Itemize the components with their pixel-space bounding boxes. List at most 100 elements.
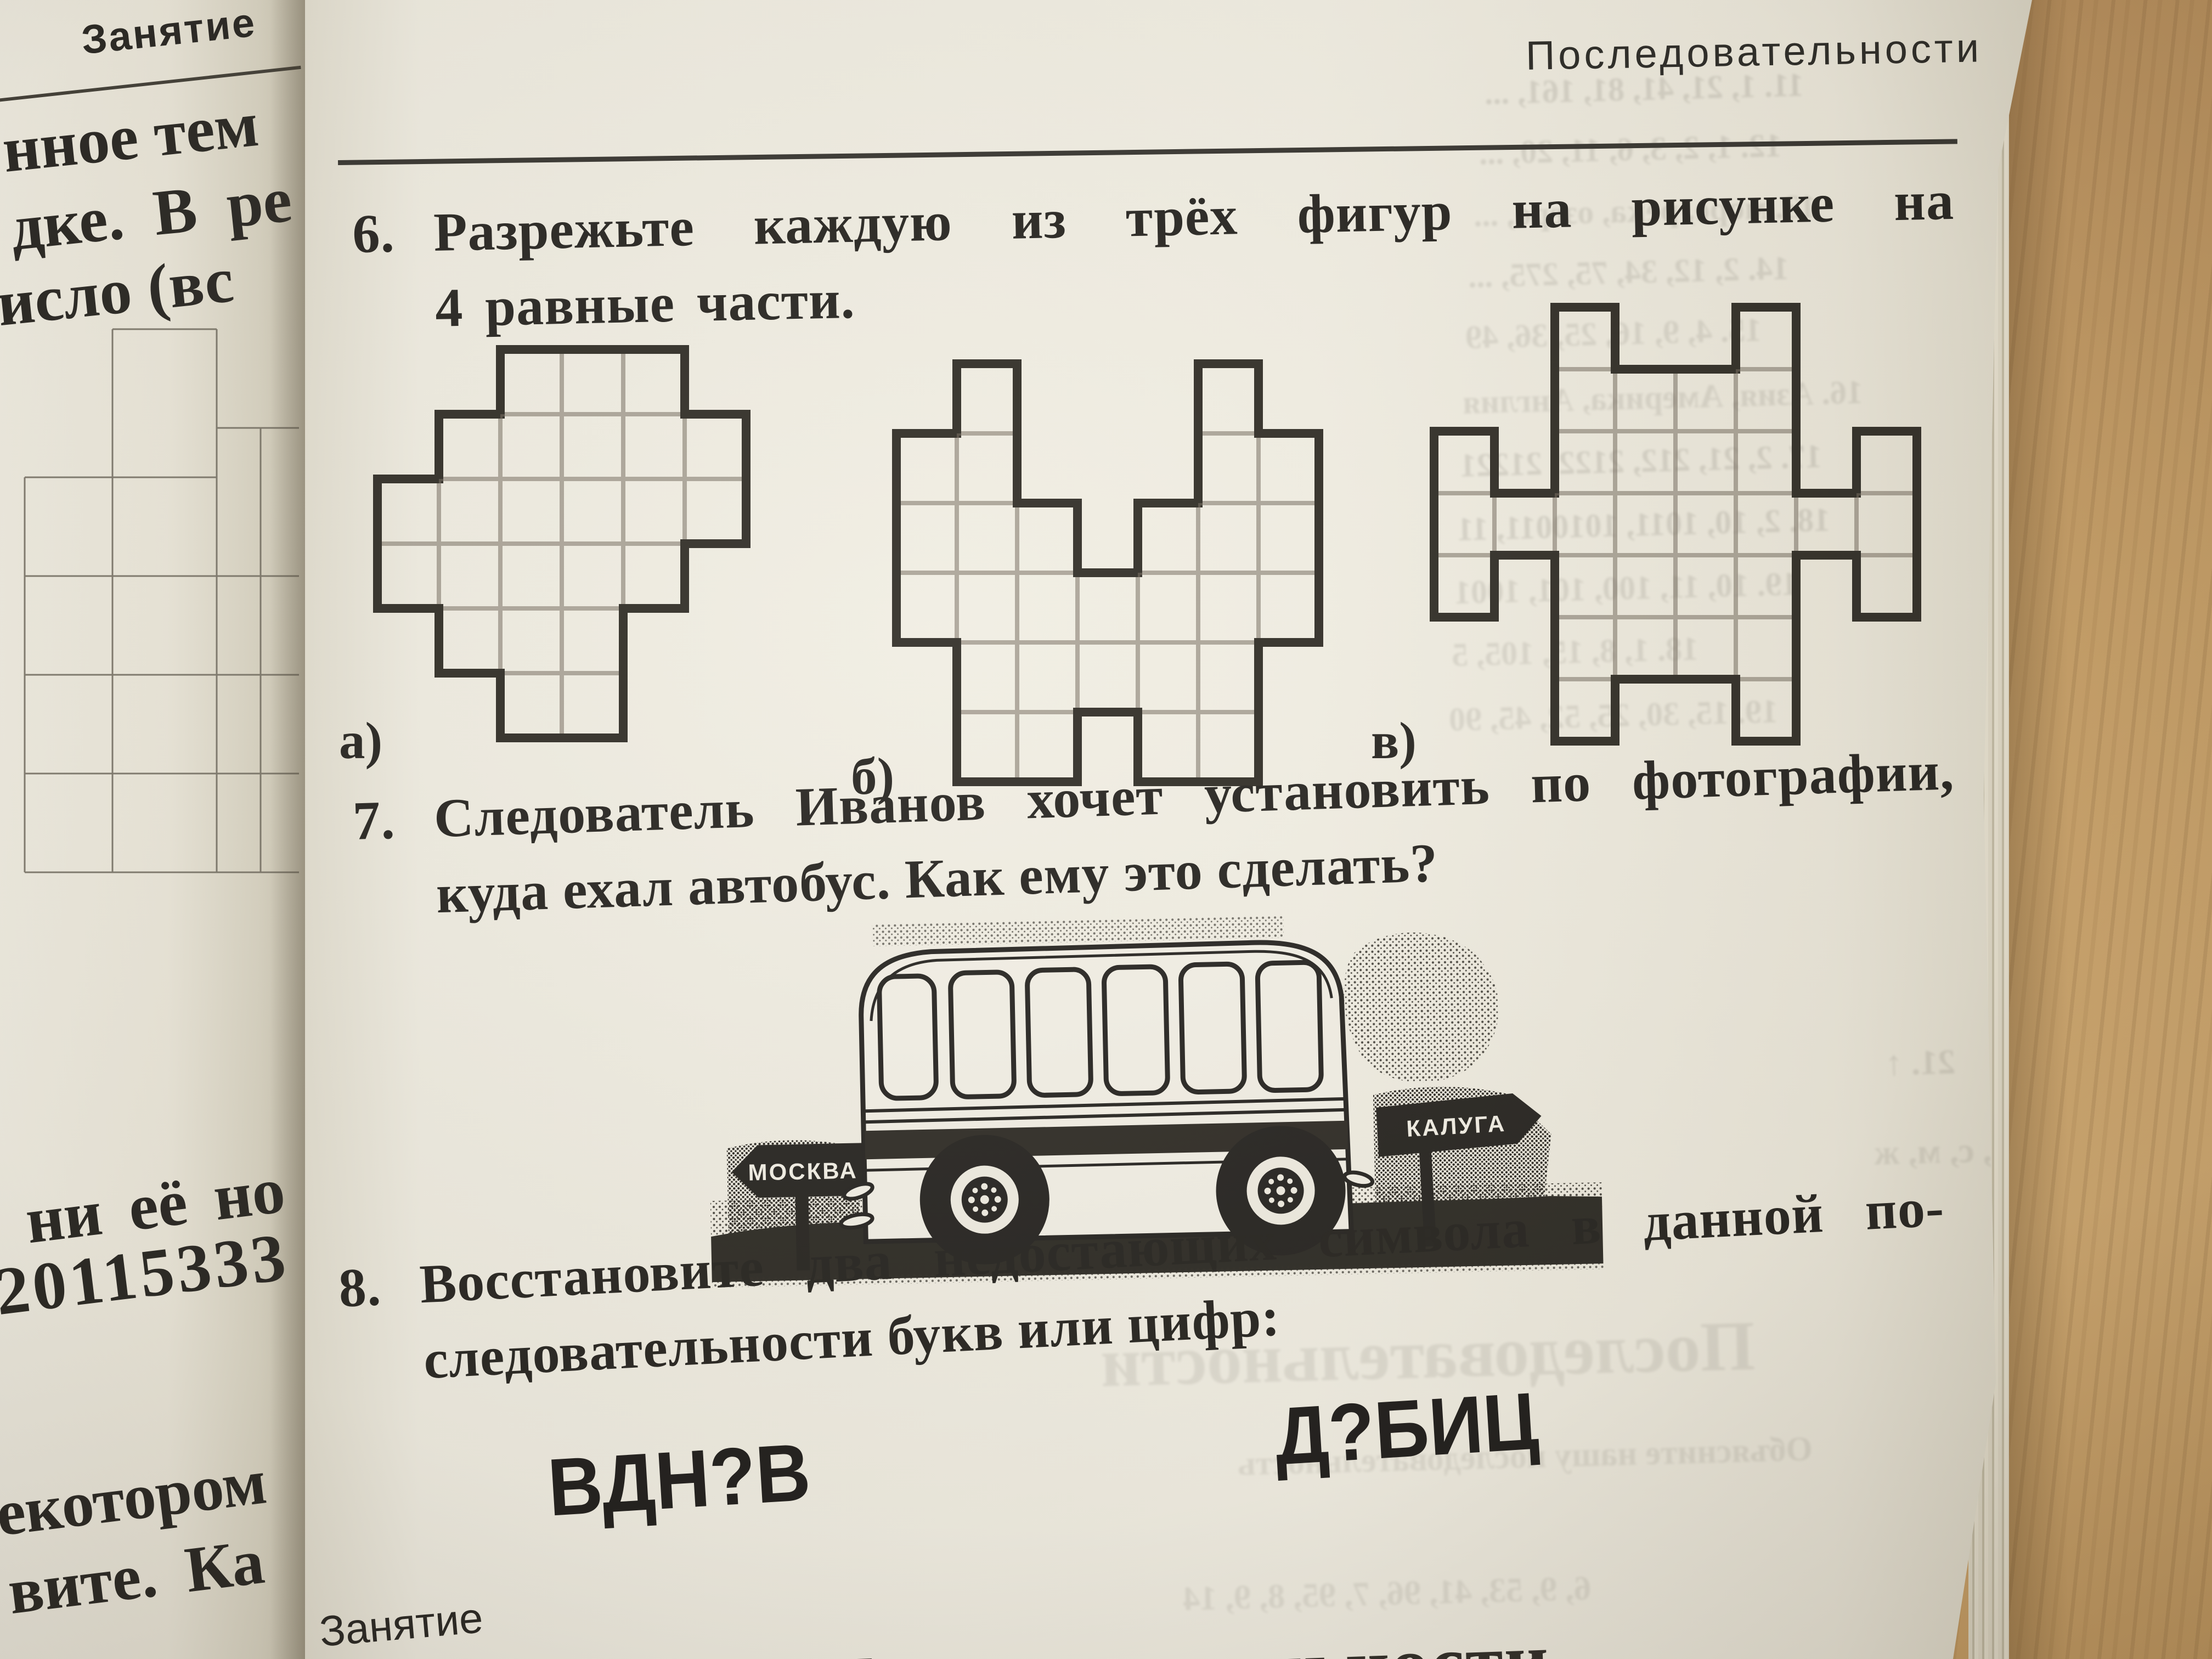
grid-cell bbox=[1259, 503, 1319, 573]
figure-outline bbox=[557, 345, 628, 354]
grid-cell bbox=[1796, 493, 1857, 555]
grid-cell bbox=[1259, 573, 1319, 642]
figure-outline bbox=[1314, 429, 1323, 507]
grid-cell bbox=[1259, 433, 1319, 503]
right-book-page: 11. 1, 21, 41, 81, 161, ...12. 1, 2, 3, … bbox=[305, 0, 2032, 1659]
figure-outline bbox=[1550, 551, 1559, 622]
figure-outline bbox=[1490, 489, 1559, 498]
grid-cell bbox=[1077, 642, 1138, 712]
grid-cell bbox=[1615, 617, 1675, 679]
figure-outline bbox=[1013, 777, 1082, 786]
bus-illustration: МОСКВА КАЛУГА bbox=[710, 916, 1604, 1288]
grid-cell bbox=[1198, 573, 1259, 642]
grid-figure-a bbox=[373, 345, 751, 742]
figure-outline bbox=[1013, 429, 1022, 507]
grid-cell bbox=[500, 544, 562, 608]
figure-outline bbox=[742, 410, 751, 483]
figure-outline bbox=[1792, 489, 1861, 498]
grid-cell bbox=[439, 414, 500, 479]
left-page-header: Занятие bbox=[79, 0, 258, 63]
grid-cell bbox=[1615, 431, 1675, 493]
figure-outline bbox=[1912, 427, 1921, 498]
grid-cell bbox=[1555, 493, 1615, 555]
figure-outline bbox=[373, 604, 443, 613]
smoke-stipple-cloud bbox=[1344, 932, 1499, 1082]
figure-outline bbox=[1550, 303, 1559, 374]
grid-cell bbox=[377, 544, 439, 608]
grid-cell bbox=[500, 608, 562, 673]
grid-cell bbox=[377, 479, 439, 544]
grid-cell bbox=[1615, 493, 1675, 555]
sequence-letters-2: Д?БИЦ bbox=[1272, 1375, 1541, 1482]
figure-outline bbox=[680, 539, 751, 548]
grid-cell bbox=[562, 349, 623, 414]
page-running-title: Последовательности bbox=[1525, 25, 1983, 78]
grid-cell bbox=[957, 642, 1017, 712]
figure-outline bbox=[1073, 499, 1082, 577]
figure-outline bbox=[1611, 303, 1620, 374]
figure-outline bbox=[496, 669, 505, 742]
figure-outline bbox=[373, 475, 443, 483]
problem-6-number: 6. bbox=[352, 202, 396, 264]
figure-outline bbox=[742, 475, 751, 548]
grid-cell bbox=[1138, 573, 1198, 642]
figure-outline bbox=[1731, 303, 1801, 312]
figure-outline bbox=[1792, 365, 1801, 436]
figure-outline bbox=[1731, 675, 1740, 746]
grid-cell bbox=[1555, 369, 1615, 431]
grid-cell bbox=[685, 479, 746, 544]
sign-moscow: МОСКВА bbox=[731, 1143, 867, 1271]
figure-outline bbox=[1611, 675, 1680, 684]
figure-outline bbox=[1611, 675, 1620, 746]
figure-outline bbox=[1550, 365, 1559, 436]
grid-cell bbox=[957, 503, 1017, 573]
figure-outline bbox=[557, 733, 628, 742]
figure-outline bbox=[435, 669, 505, 678]
figure-outline bbox=[1254, 429, 1323, 438]
grid-cell bbox=[1017, 503, 1077, 573]
figure-outline bbox=[619, 604, 628, 678]
grid-cell bbox=[562, 673, 623, 738]
figure-outline bbox=[1490, 551, 1499, 622]
grid-cell bbox=[562, 414, 623, 479]
grid-cell bbox=[1675, 369, 1736, 431]
bus-windows bbox=[877, 960, 1324, 1101]
grid-cell bbox=[500, 349, 562, 414]
figure-outline bbox=[1430, 427, 1499, 436]
figure-outline bbox=[1611, 365, 1680, 374]
svg-text:КАЛУГА: КАЛУГА bbox=[1406, 1110, 1506, 1142]
grid-cell bbox=[562, 544, 623, 608]
figure-outline bbox=[1194, 359, 1203, 438]
figure-outline bbox=[1792, 675, 1801, 746]
left-page-grid-figure bbox=[24, 328, 299, 873]
figure-outline bbox=[373, 539, 382, 613]
figure-outline bbox=[892, 638, 961, 647]
grid-cell bbox=[500, 414, 562, 479]
grid-figure-v bbox=[1430, 303, 1921, 746]
figure-outline bbox=[619, 345, 689, 354]
grid-cell bbox=[896, 503, 957, 573]
left-book-page: Занятие нное тем дке. В ре исло (вс ни е… bbox=[0, 0, 305, 1659]
figure-outline bbox=[1314, 499, 1323, 577]
figure-outline bbox=[952, 708, 961, 786]
figure-outline bbox=[1133, 777, 1203, 786]
grid-cell bbox=[1857, 493, 1917, 555]
figure-outline bbox=[1792, 551, 1801, 622]
grid-cell bbox=[957, 364, 1017, 433]
left-page-header-rule bbox=[0, 65, 301, 103]
grid-cell bbox=[1555, 431, 1615, 493]
figure-outline bbox=[952, 359, 1022, 368]
grid-cell bbox=[1434, 555, 1494, 617]
figure-outline bbox=[1912, 551, 1921, 622]
figure-outline bbox=[1430, 551, 1438, 622]
figure-outline bbox=[1314, 568, 1323, 647]
grid-cell bbox=[1857, 431, 1917, 493]
grid-cell bbox=[1198, 503, 1259, 573]
grid-cell bbox=[623, 479, 685, 544]
grid-cell bbox=[1077, 573, 1138, 642]
figure-outline bbox=[1912, 489, 1921, 560]
figure-outline bbox=[680, 345, 689, 419]
grid-cell bbox=[500, 479, 562, 544]
grid-cell bbox=[623, 544, 685, 608]
svg-text:МОСКВА: МОСКВА bbox=[748, 1157, 858, 1185]
